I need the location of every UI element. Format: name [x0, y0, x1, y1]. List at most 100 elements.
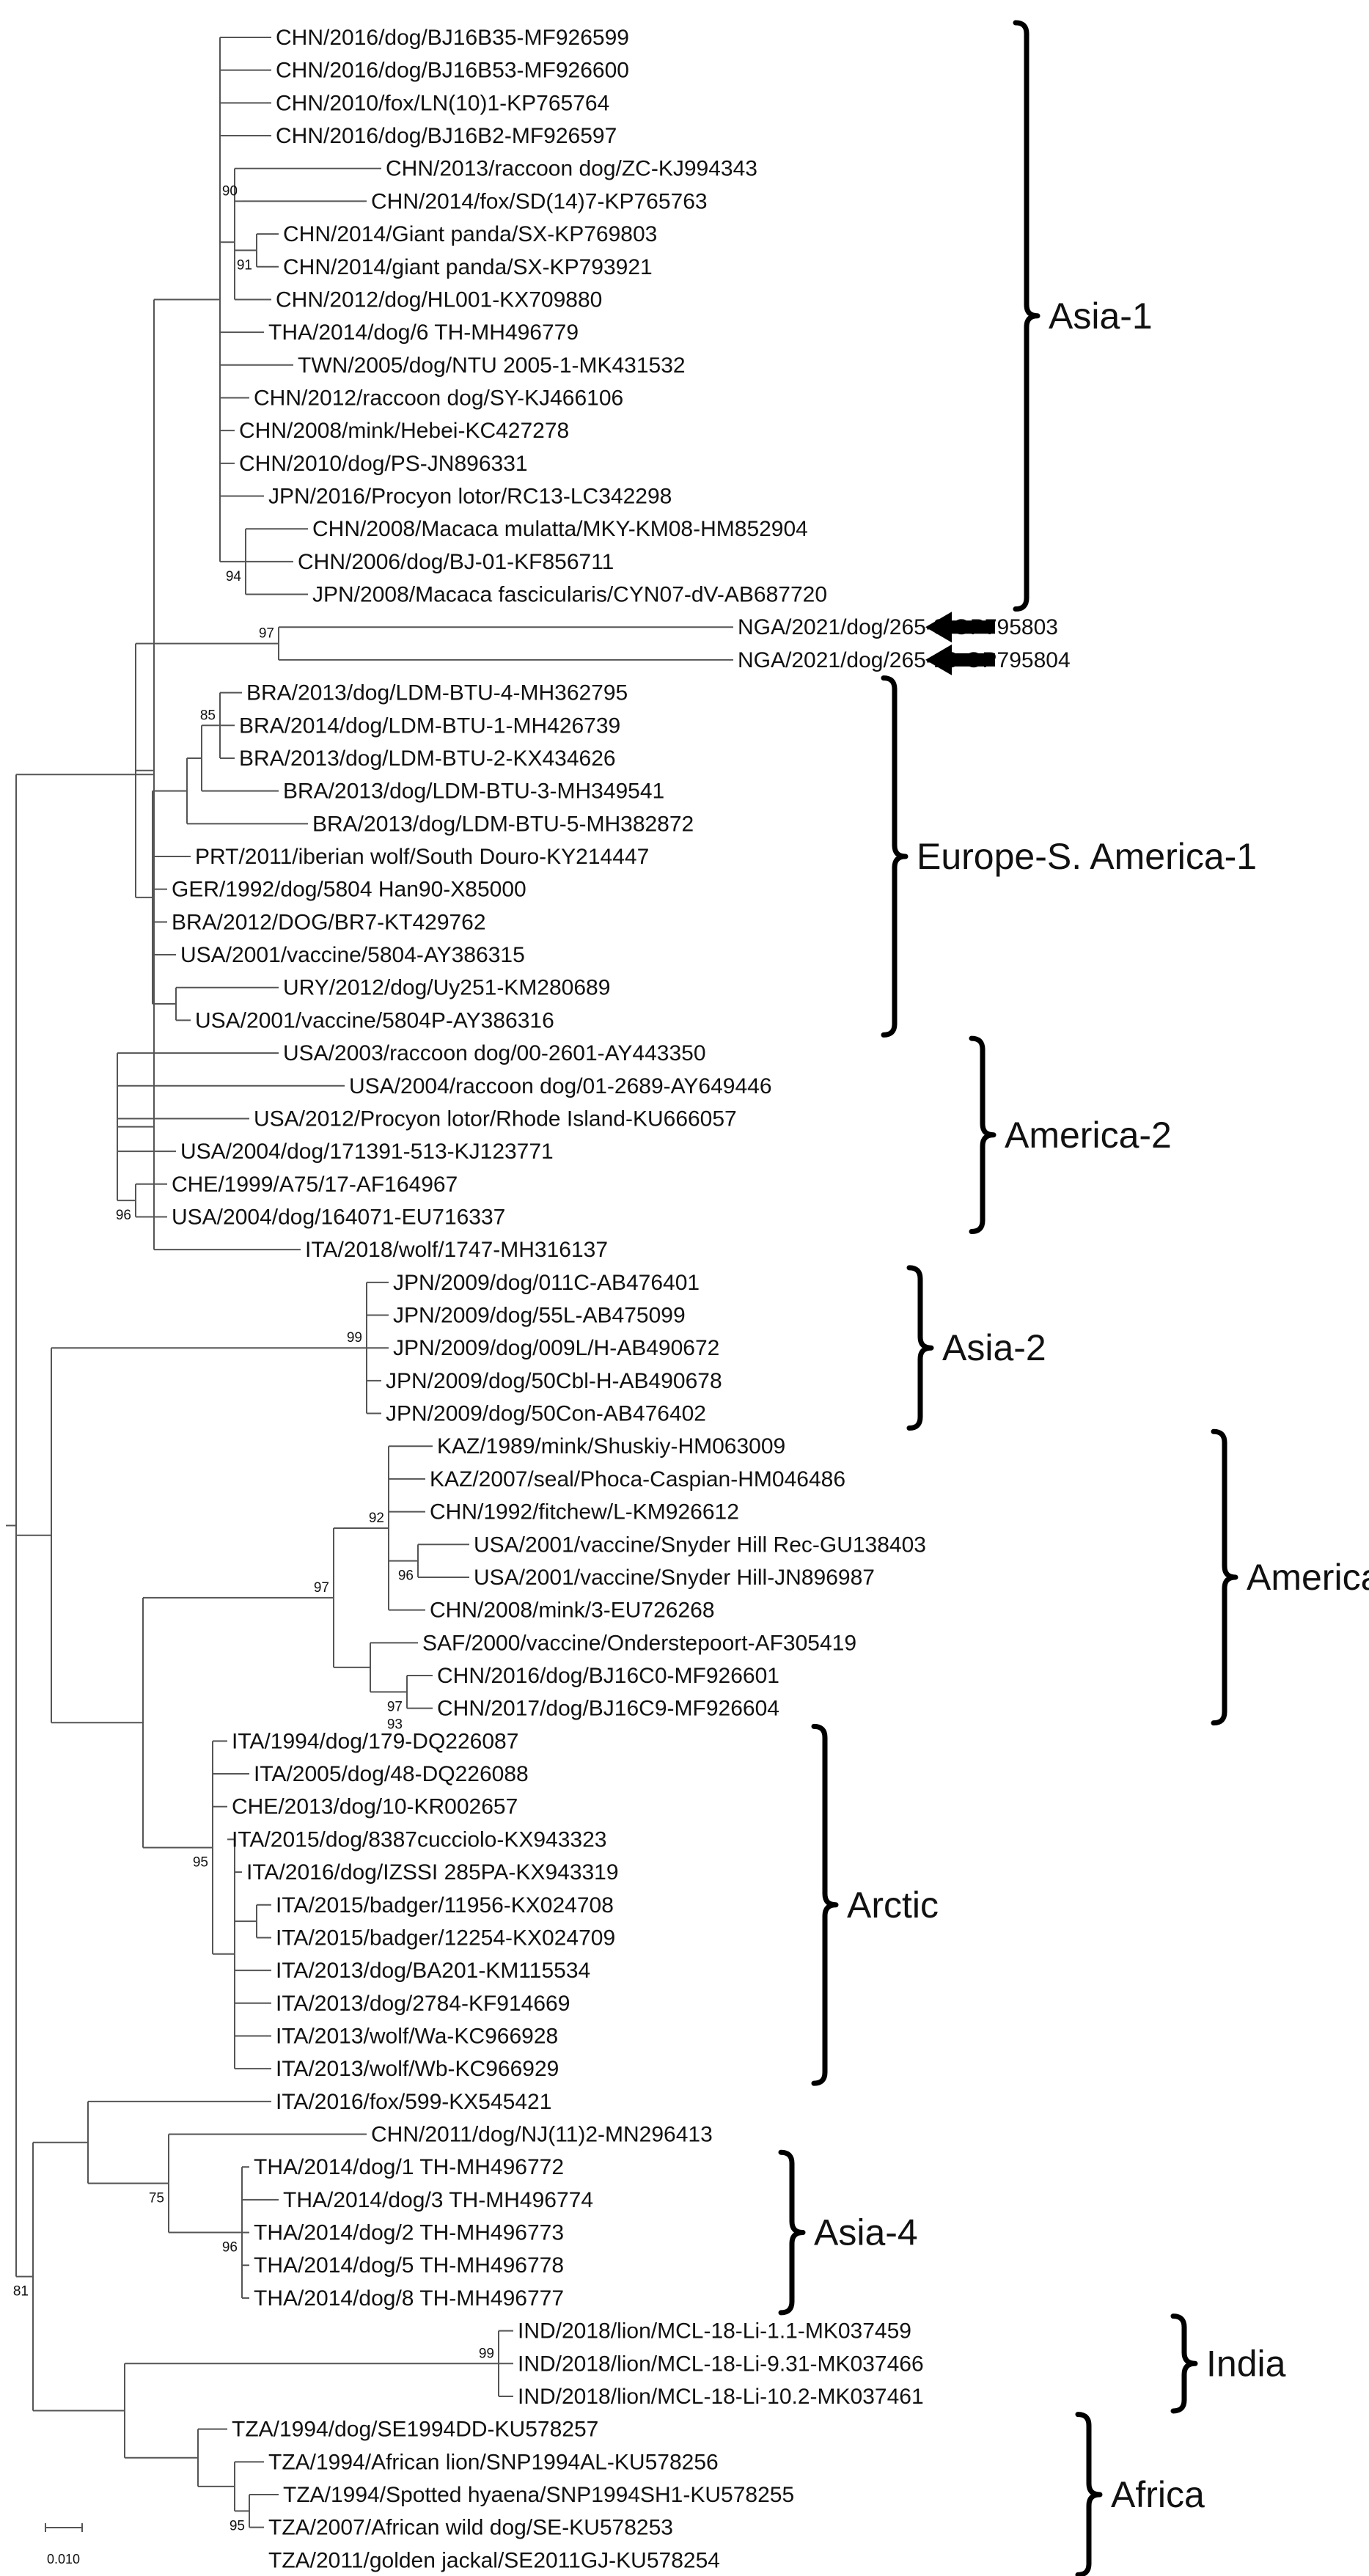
scale-bar: 0.010	[45, 2523, 83, 2566]
leaf-label: CHN/2016/dog/BJ16B35-MF926599	[276, 26, 629, 50]
leaf-label: CHN/2013/raccoon dog/ZC-KJ994343	[386, 157, 757, 181]
clade-label: Asia-4	[814, 2212, 918, 2253]
bootstrap-value: 93	[387, 1717, 403, 1732]
leaf-label: PRT/2011/iberian wolf/South Douro-KY2144…	[195, 845, 649, 869]
clade-label: India	[1206, 2343, 1286, 2384]
bootstrap-value: 81	[13, 2284, 29, 2300]
leaf-label: IND/2018/lion/MCL-18-Li-1.1-MK037459	[518, 2319, 911, 2344]
bootstrap-value: 97	[259, 626, 274, 642]
leaf-label: ITA/2005/dog/48-DQ226088	[254, 1762, 529, 1786]
leaf-label: CHN/2008/mink/3-EU726268	[430, 1599, 715, 1623]
clade-bracket	[1075, 2412, 1103, 2576]
highlight-arrows	[925, 612, 995, 675]
leaf-labels: CHN/2016/dog/BJ16B35-MF926599CHN/2016/do…	[172, 26, 1071, 2572]
leaf-label: CHN/2012/raccoon dog/SY-KJ466106	[254, 386, 623, 410]
leaf-label: KAZ/1989/mink/Shuskiy-HM063009	[437, 1434, 785, 1458]
leaf-label: USA/2004/raccoon dog/01-2689-AY649446	[349, 1074, 772, 1098]
leaf-label: TWN/2005/dog/NTU 2005-1-MK431532	[298, 353, 686, 378]
clade-label: Africa	[1111, 2474, 1205, 2515]
leaf-label: CHN/2014/Giant panda/SX-KP769803	[283, 222, 657, 246]
clade-bracket	[881, 675, 909, 1038]
scale-bar-label: 0.010	[47, 2552, 80, 2566]
leaf-label: JPN/2009/dog/50Con-AB476402	[386, 1402, 706, 1426]
leaf-label: TZA/2007/African wild dog/SE-KU578253	[268, 2516, 673, 2540]
leaf-label: CHE/2013/dog/10-KR002657	[232, 1795, 518, 1819]
leaf-label: CHN/2017/dog/BJ16C9-MF926604	[437, 1697, 779, 1721]
bootstrap-value: 94	[226, 569, 242, 584]
bootstrap-value: 75	[149, 2191, 164, 2206]
clade-bracket	[811, 1723, 839, 2086]
leaf-label: JPN/2009/dog/011C-AB476401	[393, 1271, 700, 1295]
leaf-label: SAF/2000/vaccine/Onderstepoort-AF305419	[422, 1631, 856, 1655]
bootstrap-value: 92	[369, 1511, 384, 1526]
leaf-label: BRA/2013/dog/LDM-BTU-4-MH362795	[246, 681, 628, 705]
bootstrap-value: 99	[479, 2346, 494, 2361]
leaf-label: CHN/2010/dog/PS-JN896331	[239, 452, 528, 476]
leaf-label: CHN/2014/giant panda/SX-KP793921	[283, 255, 653, 279]
leaf-label: TZA/1994/African lion/SNP1994AL-KU578256	[268, 2450, 719, 2474]
leaf-label: TZA/2011/golden jackal/SE2011GJ-KU578254	[268, 2548, 720, 2572]
arrow-icon	[925, 644, 995, 675]
leaf-label: CHN/2016/dog/BJ16B2-MF926597	[276, 124, 617, 148]
leaf-label: USA/2001/vaccine/5804P-AY386316	[195, 1008, 554, 1032]
leaf-label: IND/2018/lion/MCL-18-Li-10.2-MK037461	[518, 2385, 924, 2409]
leaf-label: THA/2014/dog/2 TH-MH496773	[254, 2221, 564, 2245]
leaf-label: CHN/2016/dog/BJ16C0-MF926601	[437, 1664, 779, 1688]
clade-label: Asia-2	[942, 1327, 1046, 1368]
clade-label: America-1	[1247, 1557, 1369, 1598]
clade-bracket	[1170, 2313, 1198, 2414]
leaf-label: NGA/2021/dog/265-10-OP795804	[738, 648, 1071, 672]
leaf-label: BRA/2014/dog/LDM-BTU-1-MH426739	[239, 713, 620, 738]
tree-branches	[6, 37, 733, 2528]
leaf-label: USA/2001/vaccine/Snyder Hill-JN896987	[474, 1566, 875, 1590]
leaf-label: BRA/2012/DOG/BR7-KT429762	[172, 910, 486, 934]
leaf-label: USA/2003/raccoon dog/00-2601-AY443350	[283, 1041, 706, 1065]
bootstrap-value: 91	[237, 257, 252, 273]
bootstrap-value: 90	[222, 183, 238, 199]
clade-label: Asia-1	[1049, 296, 1153, 337]
leaf-label: USA/2004/dog/171391-513-KJ123771	[180, 1140, 554, 1164]
clade-brackets	[778, 20, 1238, 2576]
leaf-label: ITA/2013/wolf/Wb-KC966929	[276, 2057, 559, 2081]
leaf-label: CHN/2016/dog/BJ16B53-MF926600	[276, 59, 629, 83]
clade-bracket	[1211, 1428, 1238, 1726]
leaf-label: THA/2014/dog/1 TH-MH496772	[254, 2155, 564, 2179]
leaf-label: ITA/2016/dog/IZSSI 285PA-KX943319	[246, 1860, 619, 1885]
leaf-label: ITA/2013/dog/2784-KF914669	[276, 1992, 570, 2016]
bootstrap-value: 85	[200, 708, 216, 723]
clade-label: Arctic	[847, 1885, 939, 1926]
bootstrap-value: 95	[230, 2518, 245, 2533]
leaf-label: USA/2001/vaccine/5804-AY386315	[180, 943, 525, 967]
bootstrap-value: 96	[398, 1568, 414, 1584]
clade-bracket	[969, 1035, 997, 1234]
leaf-label: BRA/2013/dog/LDM-BTU-5-MH382872	[312, 812, 694, 836]
bootstrap-value: 97	[387, 1699, 403, 1714]
leaf-label: IND/2018/lion/MCL-18-Li-9.31-MK037466	[518, 2352, 924, 2376]
leaf-label: USA/2012/Procyon lotor/Rhode Island-KU66…	[254, 1107, 737, 1131]
leaf-label: THA/2014/dog/3 TH-MH496774	[283, 2188, 593, 2212]
clade-bracket	[1013, 20, 1040, 612]
leaf-label: THA/2014/dog/5 TH-MH496778	[254, 2253, 564, 2278]
leaf-label: ITA/2016/fox/599-KX545421	[276, 2090, 551, 2114]
leaf-label: GER/1992/dog/5804 Han90-X85000	[172, 878, 526, 902]
bootstrap-value: 97	[314, 1580, 329, 1596]
leaf-label: USA/2004/dog/164071-EU716337	[172, 1205, 505, 1229]
leaf-label: THA/2014/dog/8 TH-MH496777	[254, 2286, 564, 2311]
bootstrap-value: 95	[193, 1855, 208, 1871]
leaf-label: KAZ/2007/seal/Phoca-Caspian-HM046486	[430, 1467, 845, 1491]
leaf-label: CHN/2012/dog/HL001-KX709880	[276, 287, 602, 312]
leaf-label: ITA/2015/dog/8387cucciolo-KX943323	[232, 1827, 606, 1852]
leaf-label: JPN/2009/dog/50Cbl-H-AB490678	[386, 1369, 722, 1393]
leaf-label: THA/2014/dog/6 TH-MH496779	[268, 320, 579, 345]
bootstrap-value: 96	[222, 2240, 238, 2256]
leaf-label: BRA/2013/dog/LDM-BTU-2-KX434626	[239, 746, 616, 771]
clade-label: America-2	[1005, 1115, 1172, 1156]
leaf-label: JPN/2009/dog/009L/H-AB490672	[393, 1336, 719, 1360]
bootstrap-value: 99	[347, 1330, 362, 1346]
clade-bracket	[906, 1265, 934, 1431]
leaf-label: NGA/2021/dog/265-8-OP795803	[738, 615, 1058, 639]
leaf-label: CHN/2014/fox/SD(14)7-KP765763	[371, 189, 708, 213]
